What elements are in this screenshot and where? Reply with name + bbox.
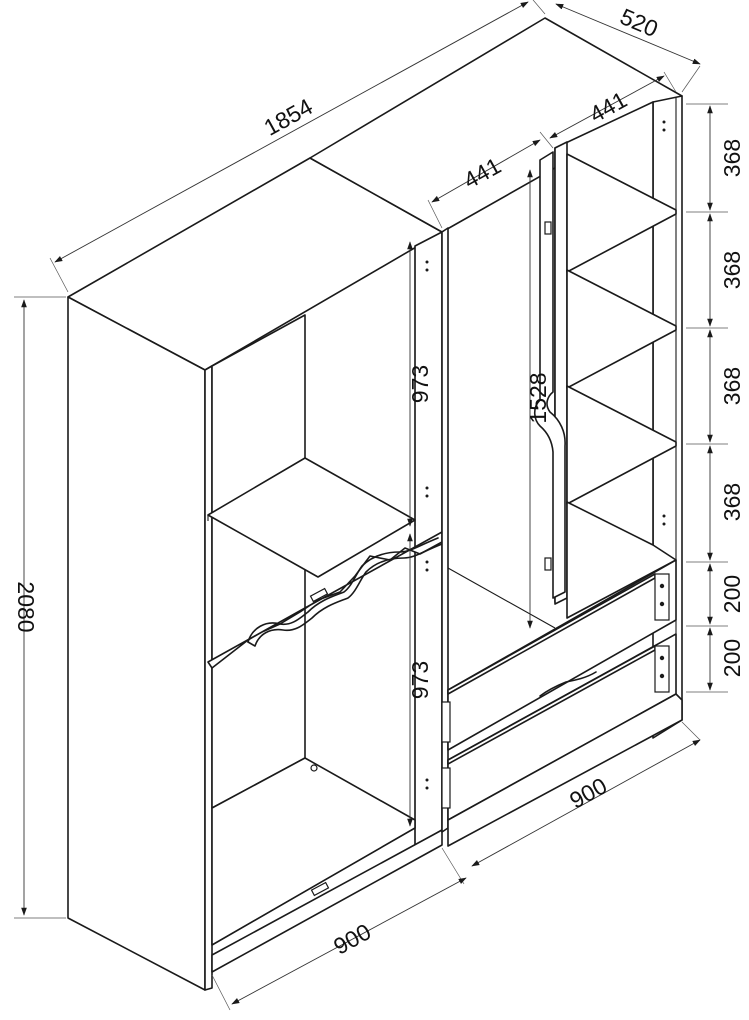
drawer-2-side	[654, 645, 670, 693]
dim-shelf-3: 368	[719, 367, 745, 405]
left-cabinet-side	[67, 296, 206, 991]
dim-upper-compartment: 973	[407, 365, 433, 403]
dim-lower-compartment: 973	[407, 661, 433, 699]
door-hinge-2	[544, 557, 552, 571]
dim-drawer-1: 200	[719, 575, 745, 613]
dim-drawer-2: 200	[719, 639, 745, 677]
door-hinge-1	[544, 221, 552, 235]
right-shelf-3	[566, 385, 677, 505]
drawer-rail-2	[441, 767, 451, 809]
drawer-rail-1	[441, 701, 451, 743]
dimension-lines	[14, 0, 728, 1011]
dim-shelf-1: 368	[719, 139, 745, 177]
left-screw-hole	[310, 764, 318, 772]
left-cabinet-side-edge	[204, 365, 213, 991]
left-cam-lock-1	[309, 587, 329, 603]
right-cabinet	[309, 17, 683, 847]
right-shelf-2	[566, 269, 677, 389]
left-cabinet	[67, 157, 443, 991]
dim-hanging-height: 1528	[525, 372, 551, 423]
dim-shelf-2: 368	[719, 251, 745, 289]
right-shelf-4	[566, 501, 677, 619]
dim-height: 2080	[13, 581, 39, 632]
dim-shelf-4: 368	[719, 483, 745, 521]
right-cabinet-door	[533, 151, 566, 599]
left-middle-shelf-edge	[247, 537, 439, 643]
dim-depth: 520	[616, 3, 661, 42]
drawer-1-handle-cut	[539, 671, 597, 697]
dim-left-width: 900	[329, 918, 375, 959]
right-shelf-1	[566, 153, 677, 273]
drawer-1-side	[654, 573, 670, 621]
